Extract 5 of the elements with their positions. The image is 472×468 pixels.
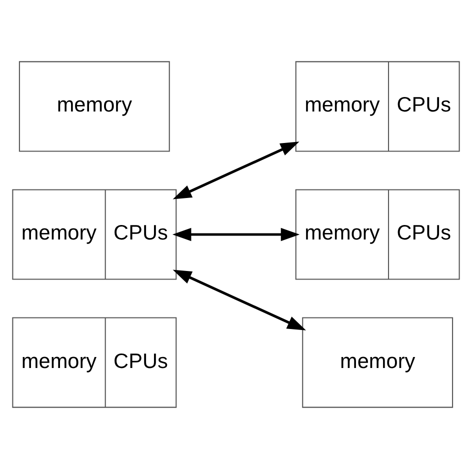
node-box: memory <box>302 316 454 408</box>
arrow <box>172 227 300 241</box>
arrow <box>172 141 300 199</box>
node-box: memory <box>18 60 170 152</box>
arrow <box>172 269 306 330</box>
